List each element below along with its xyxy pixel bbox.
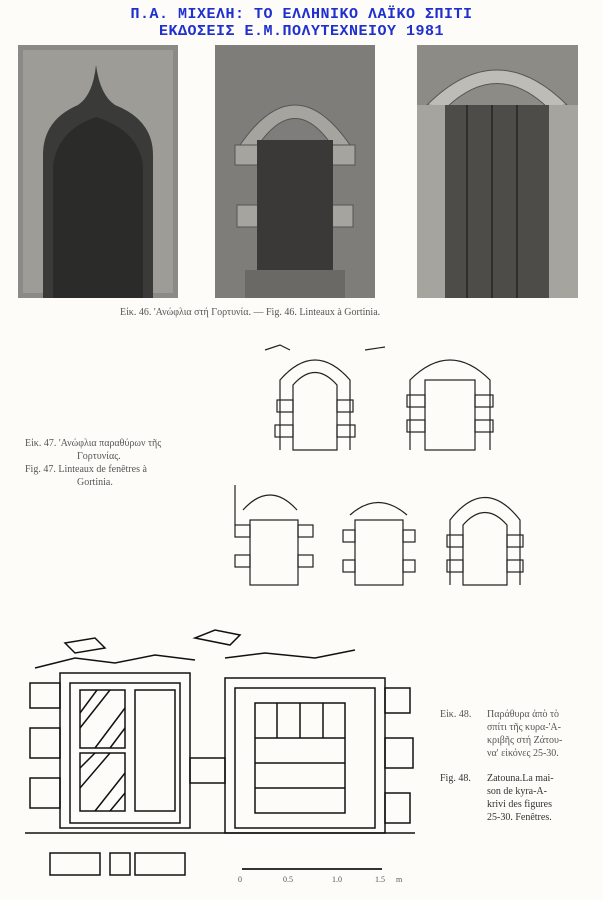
scale-tick-0-5: 0.5 [283, 875, 293, 884]
caption-line: krivi des figures [487, 799, 552, 810]
fig48-greek-label: Εἰκ. 48. [440, 709, 472, 720]
fig47-greek-text-cont: Γορτυνίας. [77, 451, 121, 462]
caption-line: σπίτι τῆς κυρα-'Α- [487, 722, 561, 733]
fig47-french-text: Linteaux de fenêtres à [58, 464, 147, 475]
caption-line: κριβῆς στή Ζάτου- [487, 735, 563, 746]
page-header-line-2: ΕΚΔΟΣΕΙΣ Ε.Μ.ΠΟΛΥΤΕΧΝΕΙΟΥ 1981 [158, 23, 445, 40]
window-drawing [234, 485, 314, 586]
page-header-line-1: Π.Α. ΜΙΧΕΛΗ: ΤΟ ΕΛΛΗΝΙΚΟ ΛΑΪΚΟ ΣΠΙΤΙ [130, 6, 473, 23]
photo-wooden-door [417, 45, 578, 298]
window-drawing [406, 359, 494, 451]
caption-line: 25-30. Fenêtres. [487, 812, 552, 823]
scale-tick-0: 0 [238, 875, 242, 884]
window-drawing [446, 496, 524, 586]
fig48-window-elevations [25, 629, 415, 876]
caption-line: son de kyra-A- [487, 786, 547, 797]
fig47-french-text-cont: Gortinia. [77, 477, 113, 488]
fig48-french-caption: Fig. 48. Zatouna.La mai-son de kyra-A-kr… [440, 772, 600, 824]
scale-bar [242, 868, 382, 870]
scale-tick-1-0: 1.0 [332, 875, 342, 884]
window-drawing [342, 502, 416, 586]
fig47-window-drawings [234, 344, 524, 586]
fig47-french-label: Fig. 47. [25, 464, 56, 475]
photo-ogee-doorway [18, 45, 178, 298]
fig47-caption: Εἰκ. 47. 'Ανώφλια παραθύρων τῆς Γορτυνία… [25, 437, 245, 489]
caption-line: Παράθυρα ἀπὸ τὸ [487, 709, 559, 720]
scale-tick-1-5: 1.5 [375, 875, 385, 884]
photo-arched-door [215, 45, 375, 298]
scale-unit: m [396, 875, 403, 884]
fig48-greek-caption: Εἰκ. 48. Παράθυρα ἀπὸ τὸ σπίτι τῆς κυρα-'… [440, 708, 600, 760]
caption-line: να' εἰκόνες 25-30. [487, 748, 559, 759]
fig47-greek-text: 'Ανώφλια παραθύρων τῆς [58, 438, 162, 449]
fig48-french-label: Fig. 48. [440, 773, 471, 784]
fig46-caption: Εἰκ. 46. 'Ανώφλια στή Γορτυνία. — Fig. 4… [120, 307, 381, 318]
caption-line: Zatouna.La mai- [487, 773, 554, 784]
fig47-greek-label: Εἰκ. 47. [25, 438, 57, 449]
window-drawing [264, 344, 386, 451]
